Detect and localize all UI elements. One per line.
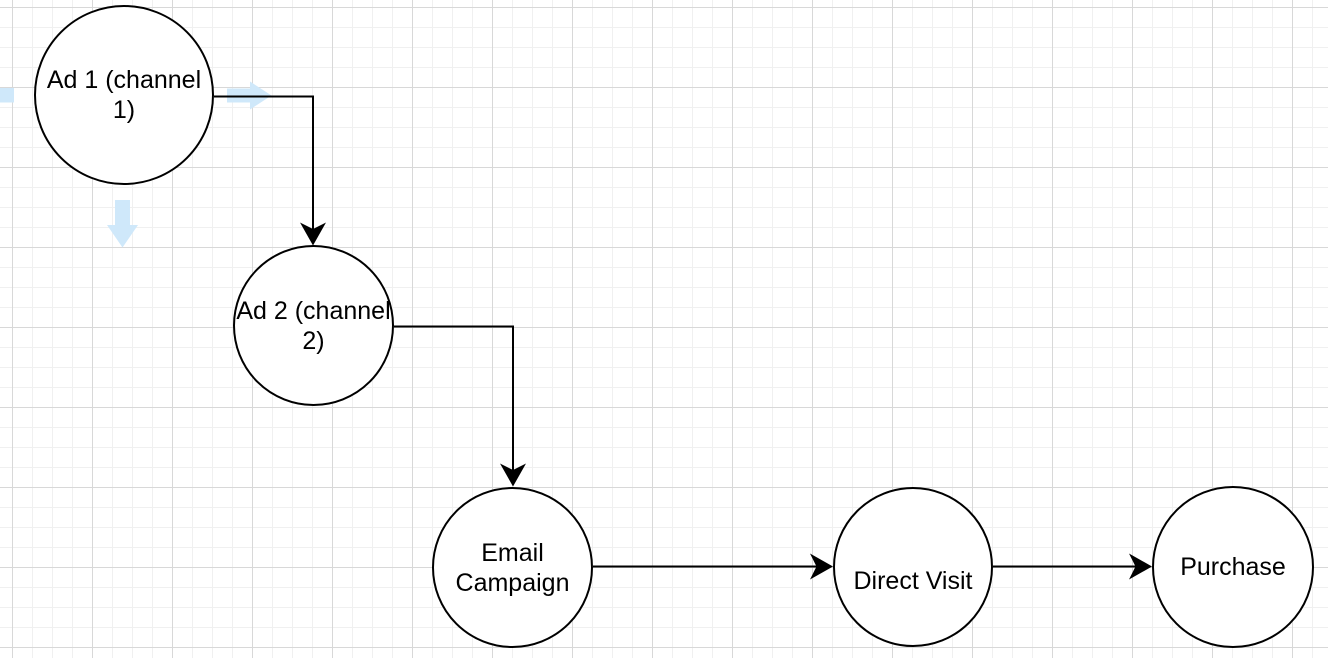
- edge-ad1-to-ad2[interactable]: [214, 95, 326, 246]
- hover-arrow-left-icon[interactable]: [0, 88, 14, 103]
- edge-ad2-to-email-campaign[interactable]: [394, 325, 526, 487]
- edge-direct-visit-to-purchase[interactable]: [993, 553, 1152, 580]
- node-ad2-label: Ad 2 (channel 2): [236, 296, 391, 355]
- arrowhead-icon: [1129, 553, 1152, 580]
- edge-email-campaign-to-direct-visit[interactable]: [593, 553, 833, 580]
- node-ad1[interactable]: Ad 1 (channel 1): [34, 5, 214, 185]
- node-direct-visit[interactable]: Direct Visit: [833, 487, 993, 647]
- node-email-campaign[interactable]: Email Campaign: [432, 487, 593, 648]
- node-purchase[interactable]: Purchase: [1152, 486, 1314, 648]
- arrowhead-icon: [500, 463, 526, 487]
- arrowhead-icon: [300, 222, 326, 246]
- node-ad1-label: Ad 1 (channel 1): [46, 66, 202, 124]
- node-ad2[interactable]: Ad 2 (channel 2): [233, 245, 394, 406]
- node-purchase-label: Purchase: [1180, 553, 1286, 581]
- arrowhead-icon: [810, 553, 833, 580]
- node-email-campaign-label: Email Campaign: [455, 538, 570, 597]
- hover-arrow-down-icon[interactable]: [107, 200, 138, 248]
- node-direct-visit-label: Direct Visit: [853, 567, 973, 595]
